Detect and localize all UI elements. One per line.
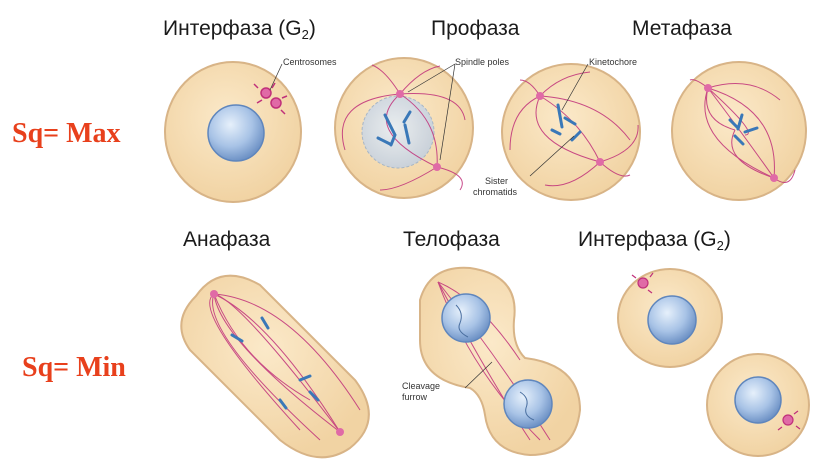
title-interphase-top-sub: 2 (301, 27, 309, 42)
cell-prometaphase (501, 63, 641, 201)
side-label-top: Sq= Max (12, 118, 121, 149)
annotation-spindle-poles: Spindle poles (455, 57, 510, 67)
chromosomes (376, 110, 412, 147)
centrosome-icon (631, 272, 654, 294)
title-interphase-top-close: ) (308, 17, 316, 40)
title-telophase: Телофаза (403, 228, 500, 251)
title-metaphase: Метафаза (632, 17, 732, 40)
cell-metaphase (671, 61, 807, 201)
cell-anaphase (180, 274, 370, 459)
centrosome-icon (253, 82, 288, 115)
annotation-centrosomes: Centrosomes (283, 57, 337, 67)
cell-interphase-top (164, 61, 302, 203)
annotation-sister: Sister (485, 176, 509, 186)
annotation-furrow: furrow (402, 392, 428, 402)
side-label-bottom: Sq= Min (22, 352, 126, 383)
cell-prophase (334, 57, 474, 199)
title-interphase-bottom-close: ) (723, 228, 731, 251)
annotation-chromatids: chromatids (473, 187, 518, 197)
centrosome-icon (777, 410, 801, 431)
title-interphase-top: Интерфаза (G2) (163, 17, 316, 42)
title-interphase-bottom-sub: 2 (716, 238, 724, 253)
title-anaphase: Анафаза (183, 228, 271, 251)
annotation-kinetochore: Kinetochore (589, 57, 638, 67)
title-interphase-bottom: Интерфаза (G2) (578, 228, 731, 253)
annotation-cleavage: Cleavage (402, 381, 441, 391)
cell-interphase-bottom (617, 268, 810, 457)
spindle-fibers (341, 64, 466, 191)
chromosomes (550, 103, 582, 142)
cell-telophase (419, 266, 582, 457)
title-interphase-top-text: Интерфаза (G (163, 17, 302, 40)
title-interphase-bottom-text: Интерфаза (G (578, 228, 717, 251)
spindle-fibers (209, 293, 361, 441)
chromosomes (230, 316, 320, 410)
title-prophase: Профаза (431, 17, 520, 40)
chromosomes (728, 113, 759, 146)
